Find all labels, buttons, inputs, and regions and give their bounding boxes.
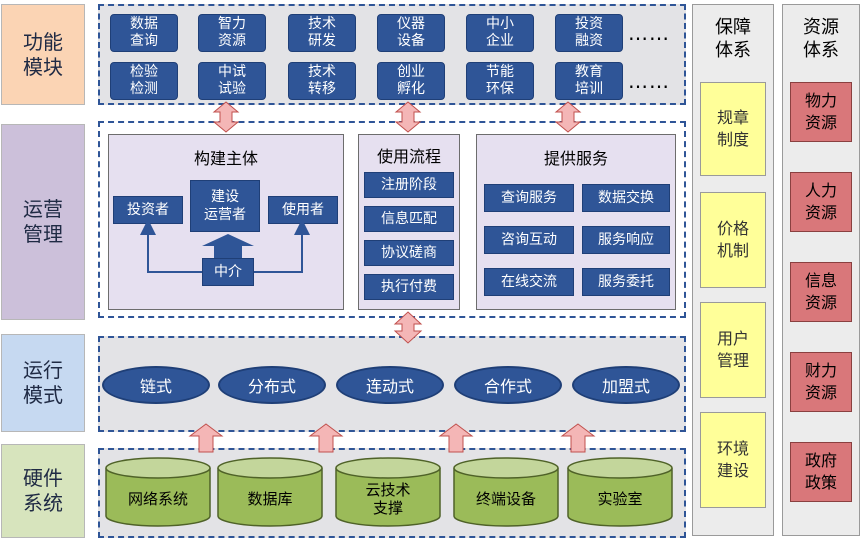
resource-system-title: 资源 体系 xyxy=(803,17,839,62)
operator-box[interactable]: 建设 运营者 xyxy=(190,180,260,232)
mode-linked[interactable]: 连动式 xyxy=(336,366,444,404)
guarantee-user-management[interactable]: 用户 管理 xyxy=(700,302,766,398)
label-hardware-system: 硬件 系统 xyxy=(1,444,85,538)
module-energy-saving[interactable]: 节能 环保 xyxy=(466,62,534,100)
cylinder-cloud xyxy=(335,457,441,527)
resource-information[interactable]: 信息 资源 xyxy=(790,262,852,322)
process-step-matching[interactable]: 信息匹配 xyxy=(364,206,454,232)
module-investment-financing[interactable]: 投资 融资 xyxy=(555,14,623,52)
module-pilot-test[interactable]: 中试 试验 xyxy=(198,62,266,100)
cylinder-lab xyxy=(567,457,673,527)
arrow-to-operator xyxy=(202,234,254,258)
module-sme[interactable]: 中小 企业 xyxy=(466,14,534,52)
user-box[interactable]: 使用者 xyxy=(268,196,338,224)
construction-arrows xyxy=(140,219,310,273)
process-step-negotiation[interactable]: 协议磋商 xyxy=(364,240,454,266)
resource-human[interactable]: 人力 资源 xyxy=(790,172,852,232)
intermediary-box[interactable]: 中介 xyxy=(202,258,254,286)
up-arrow-3 xyxy=(438,423,474,453)
resource-policy[interactable]: 政府 政策 xyxy=(790,442,852,502)
cylinder-database xyxy=(217,457,323,527)
process-step-payment[interactable]: 执行付费 xyxy=(364,274,454,300)
mode-cooperative[interactable]: 合作式 xyxy=(454,366,562,404)
module-data-query[interactable]: 数据 查询 xyxy=(110,14,178,52)
service-entrust[interactable]: 服务委托 xyxy=(582,268,670,296)
up-arrow-4 xyxy=(560,423,596,453)
module-tech-rd[interactable]: 技术 研发 xyxy=(288,14,356,52)
process-step-register[interactable]: 注册阶段 xyxy=(364,172,454,198)
construction-subject-title: 构建主体 xyxy=(193,149,258,168)
module-instruments[interactable]: 仪器 设备 xyxy=(377,14,445,52)
hardware-cylinders xyxy=(105,457,673,527)
up-arrow-1 xyxy=(188,423,224,453)
module-intellectual-resources[interactable]: 智力 资源 xyxy=(198,14,266,52)
arrow-to-investor xyxy=(140,219,202,273)
guarantee-system-title: 保障 体系 xyxy=(715,17,751,62)
double-arrow-2 xyxy=(394,101,422,133)
service-online-chat[interactable]: 在线交流 xyxy=(484,268,574,296)
label-operation-mode: 运行 模式 xyxy=(1,334,85,432)
module-row1-ellipsis: …… xyxy=(628,21,670,45)
arrow-to-user xyxy=(254,219,310,273)
usage-process-title: 使用流程 xyxy=(376,147,441,166)
service-query[interactable]: 查询服务 xyxy=(484,184,574,212)
services-title: 提供服务 xyxy=(543,149,608,168)
double-arrow-3 xyxy=(554,101,582,133)
hardware-database[interactable]: 数据库 xyxy=(247,490,293,508)
label-operation-management: 运营 管理 xyxy=(1,124,85,320)
module-inspection-testing[interactable]: 检验 检测 xyxy=(110,62,178,100)
service-data-exchange[interactable]: 数据交换 xyxy=(582,184,670,212)
up-arrow-2 xyxy=(308,423,344,453)
mode-franchise[interactable]: 加盟式 xyxy=(572,366,680,404)
mode-chain[interactable]: 链式 xyxy=(102,366,210,404)
resource-financial[interactable]: 财力 资源 xyxy=(790,352,852,412)
guarantee-pricing[interactable]: 价格 机制 xyxy=(700,192,766,288)
resource-material[interactable]: 物力 资源 xyxy=(790,82,852,142)
service-response[interactable]: 服务响应 xyxy=(582,226,670,254)
cylinder-network xyxy=(105,457,211,527)
guarantee-regulations[interactable]: 规章 制度 xyxy=(700,82,766,176)
module-row2-ellipsis: …… xyxy=(628,69,670,93)
module-tech-transfer[interactable]: 技术 转移 xyxy=(288,62,356,100)
mode-distributed[interactable]: 分布式 xyxy=(218,366,326,404)
hardware-terminal[interactable]: 终端设备 xyxy=(475,490,536,508)
double-arrow-1 xyxy=(212,101,240,133)
label-function-modules: 功能 模块 xyxy=(1,4,85,105)
module-incubation[interactable]: 创业 孵化 xyxy=(377,62,445,100)
hardware-network[interactable]: 网络系统 xyxy=(127,490,188,508)
connector-arrows xyxy=(188,101,596,453)
cylinder-terminal xyxy=(453,457,559,527)
hardware-cloud[interactable]: 云技术 支撑 xyxy=(365,481,411,517)
service-consult[interactable]: 咨询互动 xyxy=(484,226,574,254)
module-education-training[interactable]: 教育 培训 xyxy=(555,62,623,100)
guarantee-environment[interactable]: 环境 建设 xyxy=(700,412,766,508)
hardware-lab[interactable]: 实验室 xyxy=(597,490,643,508)
double-arrow-4 xyxy=(393,311,423,344)
